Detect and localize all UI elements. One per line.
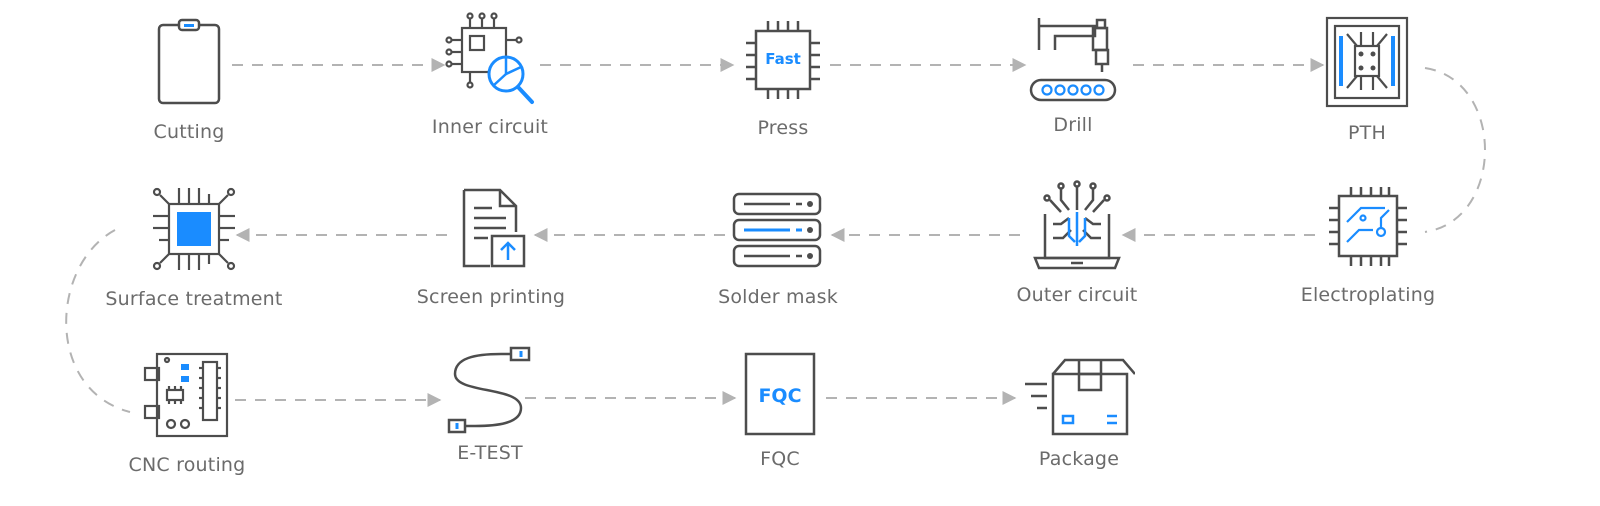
pcb-board-icon (143, 352, 229, 438)
step-label: Outer circuit (1016, 284, 1138, 306)
step-solder-mask: Solder mask (688, 190, 868, 308)
package-icon (1025, 358, 1135, 436)
processor-icon (152, 187, 236, 271)
step-label: FQC (760, 448, 800, 470)
chip-fast-icon: Fast (746, 21, 820, 99)
step-label: Solder mask (718, 286, 838, 308)
laptop-circuit-icon (1033, 180, 1121, 270)
step-pth: PTH (1277, 14, 1457, 144)
fqc-box-icon: FQC (744, 352, 816, 436)
step-press: Fast Press (693, 17, 873, 139)
step-fqc: FQC FQC (690, 350, 870, 470)
circuit-chip-icon (1329, 187, 1407, 266)
step-surface-treatment: Surface treatment (104, 184, 284, 310)
step-cnc-routing: CNC routing (97, 350, 277, 476)
chip-inspect-icon (445, 12, 534, 104)
step-outer-circuit: Outer circuit (987, 180, 1167, 306)
step-label: Cutting (153, 121, 225, 143)
step-label: CNC routing (128, 454, 246, 476)
step-label: Surface treatment (105, 288, 283, 310)
step-label: Inner circuit (431, 116, 549, 138)
pth-board-icon (1325, 16, 1409, 108)
cable-icon (447, 346, 531, 434)
step-drill: Drill (983, 14, 1163, 136)
step-label: Electroplating (1300, 284, 1436, 306)
step-label: E-TEST (457, 442, 523, 464)
step-screen-printing: Screen printing (401, 186, 581, 308)
drill-icon (1029, 18, 1117, 102)
step-package: Package (989, 354, 1169, 470)
step-e-test: E-TEST (400, 346, 580, 464)
step-inner-circuit: Inner circuit (400, 12, 580, 138)
fast-badge: Fast (765, 50, 801, 68)
step-label: PTH (1348, 122, 1386, 144)
step-label: Drill (1053, 114, 1093, 136)
step-electroplating: Electroplating (1278, 184, 1458, 306)
fqc-badge: FQC (758, 385, 801, 407)
step-cutting: Cutting (99, 15, 279, 143)
clipboard-icon (157, 18, 221, 105)
arrow-10-11 (65, 229, 131, 413)
document-upload-icon (462, 188, 526, 268)
step-label: Press (757, 117, 809, 139)
arrow-5-6 (1424, 67, 1486, 233)
step-label: Screen printing (416, 286, 566, 308)
step-label: Package (1038, 448, 1120, 470)
server-rack-icon (732, 192, 822, 268)
